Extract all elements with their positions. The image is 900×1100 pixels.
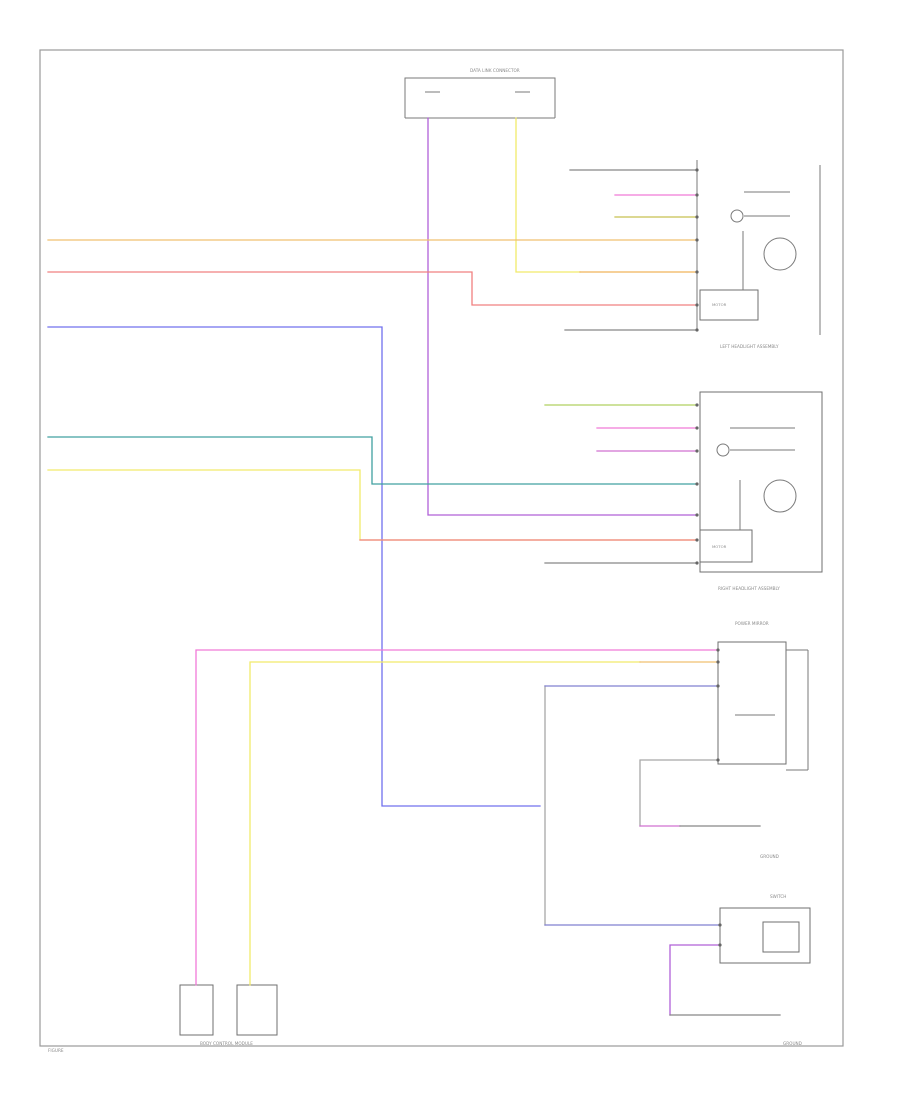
wire-yellow-top bbox=[515, 117, 581, 273]
right-motor-label: MOTOR bbox=[712, 544, 727, 549]
top-connector: DATA LINK CONNECTOR bbox=[404, 68, 556, 119]
power-mirror-switch: POWER MIRROR GROUND bbox=[717, 621, 809, 859]
footer-label: FIGURE bbox=[48, 1048, 64, 1053]
wire-violet-main bbox=[427, 117, 698, 516]
wire-red-1 bbox=[47, 271, 698, 306]
wire-yellow-bcm bbox=[249, 661, 641, 986]
ground-label-2: GROUND bbox=[783, 1041, 802, 1046]
top-connector-label: DATA LINK CONNECTOR bbox=[470, 68, 520, 73]
wire-teal-1 bbox=[47, 436, 698, 485]
wire-blue-1 bbox=[47, 326, 541, 807]
wire-pink-bcm bbox=[195, 649, 719, 986]
right-headlight-assembly: RIGHT HEADLIGHT ASSEMBLY MOTOR bbox=[699, 391, 823, 591]
splice-dots bbox=[695, 168, 722, 947]
wire-switch-ground bbox=[639, 759, 719, 827]
diagram-frame bbox=[39, 49, 844, 1047]
left-headlight-assembly: LEFT HEADLIGHT ASSEMBLY MOTOR bbox=[696, 160, 821, 349]
power-mirror-motor: SWITCH GROUND bbox=[719, 894, 811, 1046]
left-motor-label: MOTOR bbox=[712, 302, 727, 307]
ground-label-1: GROUND bbox=[760, 854, 779, 859]
mirror-motor-label: SWITCH bbox=[770, 894, 786, 899]
bcm-label: BODY CONTROL MODULE bbox=[200, 1041, 253, 1046]
left-headlight-label: LEFT HEADLIGHT ASSEMBLY bbox=[720, 344, 779, 349]
power-mirror-label: POWER MIRROR bbox=[735, 621, 769, 626]
wire-motor-ground bbox=[669, 944, 721, 1016]
right-headlight-label: RIGHT HEADLIGHT ASSEMBLY bbox=[718, 586, 780, 591]
body-control-module: BODY CONTROL MODULE bbox=[179, 984, 278, 1046]
